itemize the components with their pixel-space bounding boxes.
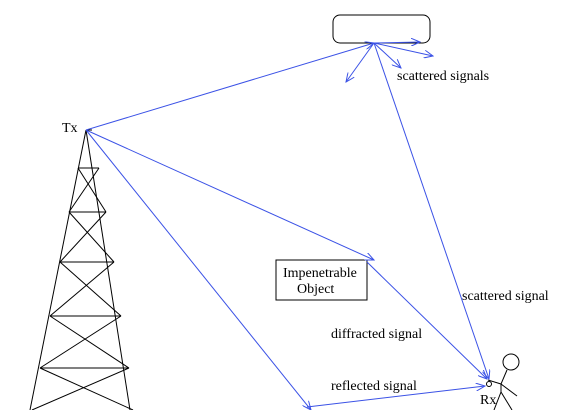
scatterer-object	[332, 14, 431, 44]
reflected-signal-label: reflected signal	[331, 379, 417, 394]
scattered-ray-right-up	[373, 42, 420, 43]
receiver-person-icon	[486, 353, 520, 410]
scattered-ray-down-left	[346, 42, 375, 82]
scattered-ray-right	[373, 42, 433, 56]
signal-tx-to-object-corner	[85, 129, 374, 260]
diffracted-signal-label: diffracted signal	[331, 327, 422, 342]
scattered-ray-down-right	[373, 42, 401, 68]
signal-paths	[85, 42, 489, 410]
impenetrable-object-box	[275, 259, 368, 301]
scattered-signal-to-rx	[373, 42, 489, 379]
object-label-line2: Object	[297, 282, 334, 297]
tx-label: Tx	[62, 121, 78, 136]
signal-tx-to-scatterer	[85, 43, 374, 131]
object-label-line1: Impenetrable	[283, 266, 357, 281]
transmitter-tower-icon	[29, 129, 134, 410]
signal-tx-to-ground	[85, 129, 311, 410]
scattered-signal-label: scattered signal	[462, 289, 549, 304]
rx-label: Rx	[480, 393, 496, 408]
diffracted-signal-to-rx	[366, 261, 487, 379]
reflected-signal-to-rx	[306, 386, 485, 408]
scattered-signals-label: scattered signals	[397, 69, 489, 84]
